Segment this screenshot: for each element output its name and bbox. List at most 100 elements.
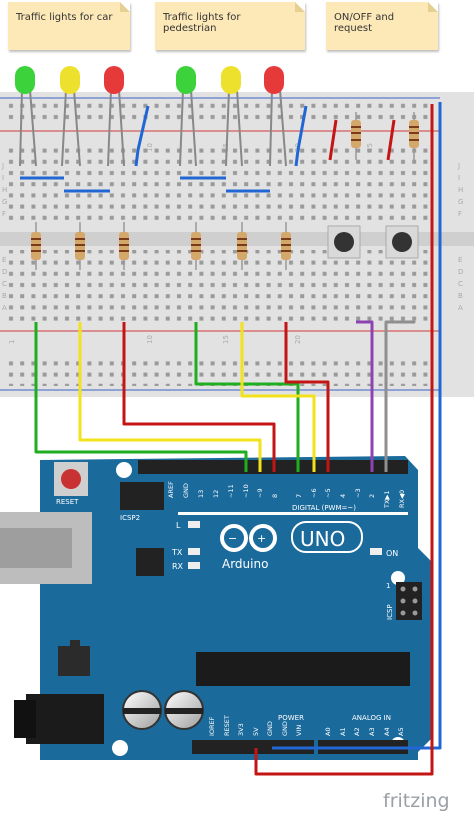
model-label: UNO <box>300 527 345 551</box>
led-pedestrian-green <box>176 66 197 167</box>
reset-label: RESET <box>56 498 79 506</box>
note-car-text: Traffic lights for car <box>16 12 113 23</box>
row-label: I <box>2 174 4 182</box>
icsp-pin1-label: 1 <box>386 582 390 590</box>
pin-label: 8 <box>271 494 279 498</box>
note-onoff: ON/OFF and request <box>326 2 438 50</box>
pin-label: A1 <box>339 727 347 736</box>
resistors-button <box>351 112 419 160</box>
row-label: G <box>458 198 463 206</box>
pin-label: 13 <box>197 490 205 498</box>
pin-label: TX▶1 <box>383 490 391 509</box>
pin-label: A3 <box>368 727 376 736</box>
digital-label: DIGITAL (PWM=~) <box>292 504 356 512</box>
row-label: J <box>1 162 4 170</box>
pin-label: ~5 <box>324 488 332 498</box>
row-label: D <box>2 268 7 276</box>
wire-red-5v <box>254 104 434 776</box>
column-label: 15 <box>222 335 230 344</box>
note-car-lights: Traffic lights for car <box>8 2 130 50</box>
usb-chip <box>136 548 164 576</box>
pin-label: GND <box>182 483 190 498</box>
brand-label: Arduino <box>222 557 268 571</box>
note-pedestrian-text: Traffic lights for pedestrian <box>163 12 241 34</box>
bottom-terminal-area <box>6 250 434 322</box>
pin-label: GND <box>281 721 289 736</box>
row-label: F <box>458 210 462 218</box>
row-label: A <box>2 304 7 312</box>
tx-label: TX <box>171 548 183 557</box>
wire-blue-ground <box>272 102 442 750</box>
pin-label: 12 <box>212 490 220 498</box>
pin-label: A2 <box>353 727 361 736</box>
pin-label: 3V3 <box>237 723 245 736</box>
pin-label: 2 <box>368 494 376 498</box>
pin-label: ~9 <box>256 488 264 498</box>
top-terminal-area <box>6 142 434 226</box>
wire-gray-button <box>384 320 416 472</box>
wire-green-car <box>34 322 248 472</box>
top-power-rail <box>6 102 434 126</box>
wires <box>34 102 442 776</box>
pin-label: VIN <box>295 725 303 736</box>
voltage-regulator <box>58 646 90 676</box>
on-label: ON <box>386 549 398 558</box>
pin-label: ~11 <box>227 484 235 498</box>
row-label: D <box>458 268 463 276</box>
pin-label: 7 <box>295 494 303 498</box>
push-button-request <box>385 225 419 259</box>
row-label: B <box>2 292 7 300</box>
pin-label: A5 <box>397 727 405 736</box>
analog-label: ANALOG IN <box>352 714 391 722</box>
led-car-green <box>15 66 37 167</box>
svg-text:−: − <box>228 532 237 545</box>
wire-purple-button <box>356 320 374 472</box>
row-label: E <box>2 256 6 264</box>
row-label: B <box>458 292 463 300</box>
row-label: A <box>458 304 463 312</box>
led-pedestrian-red <box>264 66 287 167</box>
pin-label: A0 <box>324 727 332 736</box>
pin-label: RESET <box>223 715 231 736</box>
power-label: POWER <box>278 714 304 722</box>
power-header <box>192 740 314 754</box>
pin-label: 5V <box>252 727 260 736</box>
pin-label: RX◀0 <box>398 490 406 508</box>
row-label: J <box>457 162 460 170</box>
pin-label: A4 <box>383 727 391 736</box>
column-label: 25 <box>366 143 374 152</box>
l-label: L <box>176 521 181 530</box>
arduino-uno-board: RESET ICSP2 AREF GND 13 12 ~11 ~10 ~9 8 … <box>0 456 432 760</box>
pin-label: IOREF <box>208 716 216 736</box>
fritzing-watermark: fritzing <box>383 790 450 812</box>
pin-label: 4 <box>339 494 347 498</box>
icsp-header <box>396 582 422 620</box>
svg-text:+: + <box>257 532 266 545</box>
wire-green-pedestrian <box>194 322 300 472</box>
wire-red-car <box>122 322 276 472</box>
led-car-yellow <box>60 66 81 167</box>
pin-label: ~3 <box>354 488 362 498</box>
wire-red-pedestrian <box>284 322 330 472</box>
icsp2-header <box>120 482 164 510</box>
pin-label: GND <box>266 721 274 736</box>
wire-yellow-pedestrian <box>240 322 316 472</box>
row-label: F <box>2 210 6 218</box>
arduino-logo: − + UNO Arduino <box>220 521 363 571</box>
row-label: I <box>458 174 460 182</box>
push-button-onoff <box>327 225 361 259</box>
row-label: G <box>2 198 7 206</box>
led-car-red <box>104 66 125 167</box>
row-label: E <box>458 256 462 264</box>
pin-label: ~6 <box>310 488 318 498</box>
column-label: 1 <box>8 340 16 344</box>
icsp2-label: ICSP2 <box>120 514 140 522</box>
column-label: 10 <box>146 335 154 344</box>
led-pedestrian-yellow <box>221 66 243 167</box>
icsp-label: ICSP <box>386 604 394 620</box>
dc-jack <box>26 694 104 744</box>
row-label: H <box>458 186 463 194</box>
wire-yellow-car <box>78 322 262 472</box>
microcontroller <box>196 652 410 686</box>
